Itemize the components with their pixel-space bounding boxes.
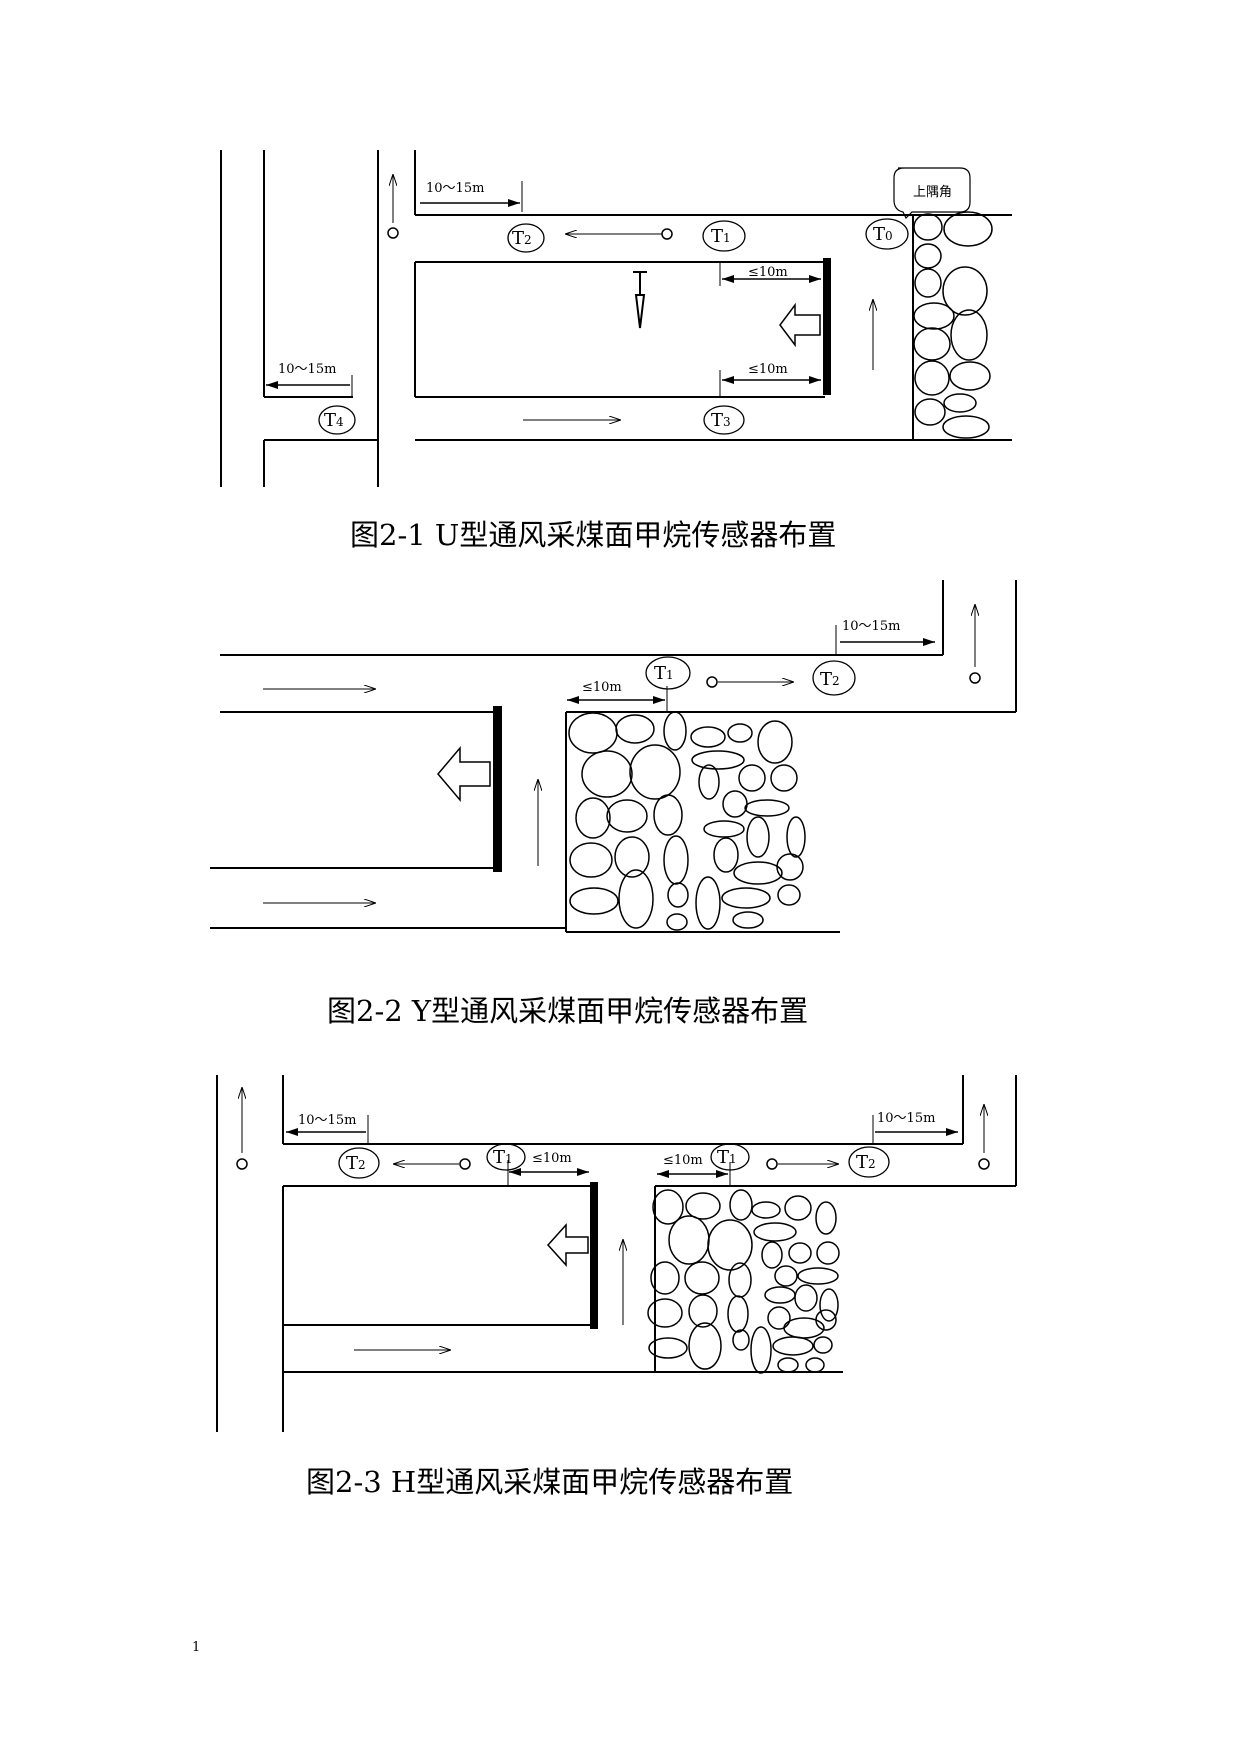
sensor-t3: T3 — [711, 410, 731, 431]
dim-face-bottom: ≤10m — [748, 362, 788, 377]
dim-face-right: ≤10m — [663, 1153, 703, 1168]
page-number: 1 — [192, 1640, 201, 1655]
sensor-t1-right: T1 — [717, 1147, 737, 1168]
dim-face-top: ≤10m — [748, 265, 788, 280]
figure-u-type — [220, 150, 1012, 487]
sensor-t1-left: T1 — [493, 1147, 513, 1168]
goaf-rubble — [647, 1189, 840, 1374]
figure-u-labels: 10～15m 10～15m ≤10m ≤10m 上隅角 T2 T1 T0 T4 … — [278, 181, 952, 431]
dim-return-10-15: 10～15m — [426, 181, 484, 196]
sensor-t2: T2 — [512, 228, 532, 249]
dim-return-10-15: 10～15m — [842, 619, 900, 634]
corner-label: 上隅角 — [913, 185, 952, 200]
sensor-t2: T2 — [820, 669, 840, 690]
sensor-t2-right: T2 — [856, 1152, 876, 1173]
caption-figure-2-3: 图2-3 H型通风采煤面甲烷传感器布置 — [306, 1465, 794, 1499]
figure-y-labels: 10～15m ≤10m T1 T2 — [582, 619, 900, 695]
goaf-rubble — [568, 711, 806, 931]
dim-left-10-15: 10～15m — [298, 1113, 356, 1128]
dim-face-left: ≤10m — [532, 1151, 572, 1166]
goaf-rubble — [913, 211, 993, 439]
dim-right-10-15: 10～15m — [877, 1111, 935, 1126]
figure-h-labels: 10～15m 10～15m ≤10m ≤10m T2 T1 T1 T2 — [298, 1111, 935, 1174]
sensor-t0: T0 — [873, 224, 893, 245]
caption-figure-2-1: 图2-1 U型通风采煤面甲烷传感器布置 — [350, 518, 837, 552]
sensor-t4: T4 — [324, 410, 344, 431]
figure-h-type — [216, 1075, 1017, 1432]
sensor-t2-left: T2 — [346, 1153, 366, 1174]
dim-intake-10-15: 10～15m — [278, 362, 336, 377]
figure-y-type — [210, 580, 1017, 933]
sensor-t1: T1 — [711, 226, 731, 247]
sensor-t1: T1 — [654, 663, 674, 684]
caption-figure-2-2: 图2-2 Y型通风采煤面甲烷传感器布置 — [327, 994, 809, 1028]
dim-face: ≤10m — [582, 680, 622, 695]
